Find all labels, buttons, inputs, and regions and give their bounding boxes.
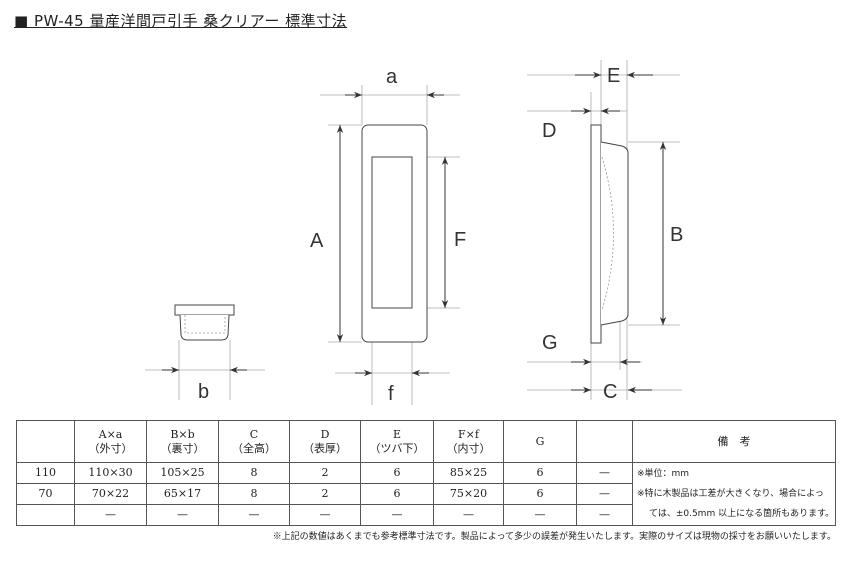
section-body: [179, 314, 230, 341]
dimension-table: A×a（外寸） B×b（裏寸） C（全高） D（表厚） E（ツバ下） F×f（内…: [16, 420, 836, 526]
label-a: a: [386, 66, 398, 88]
label-b: b: [198, 381, 209, 403]
label-C: C: [603, 381, 617, 403]
label-G: G: [542, 332, 558, 354]
table-header-row: A×a（外寸） B×b（裏寸） C（全高） D（表厚） E（ツバ下） F×f（内…: [16, 420, 836, 463]
label-f: f: [388, 383, 394, 405]
label-E: E: [607, 65, 620, 87]
section-flange: [174, 304, 235, 316]
label-D: D: [542, 120, 556, 142]
dimension-drawing: a A F f b E D B G C: [145, 60, 683, 405]
footnote: ※上記の数値はあくまでも参考標準寸法です。製品によって多少の誤差が発生いたします…: [272, 532, 836, 542]
label-B: B: [670, 224, 683, 246]
label-F: F: [454, 229, 466, 251]
header-d: D（表厚）: [289, 420, 361, 463]
header-axa: A×a（外寸）: [74, 420, 147, 463]
header-c: C（全高）: [218, 420, 290, 463]
label-A: A: [310, 230, 324, 252]
side-plate: [590, 124, 602, 344]
remarks-cell: ※単位：mm※特に木製品は工差が大きくなり、場合によっては、±0.5mm 以上に…: [632, 462, 836, 526]
header-fxf: F×f（内寸）: [433, 420, 504, 463]
header-e: E（ツバ下）: [360, 420, 434, 463]
dimension-arrows: [162, 71, 667, 394]
header-remarks: 備 考: [632, 420, 836, 463]
handle-front-recess: [371, 156, 413, 309]
side-body: [600, 141, 629, 326]
header-g: G: [503, 420, 577, 463]
table-row: ————————: [16, 504, 836, 526]
header-bxb: B×b（裏寸）: [146, 420, 219, 463]
page-title: ■ PW-45 量産洋間戸引手 桑クリアー 標準寸法: [14, 12, 348, 30]
